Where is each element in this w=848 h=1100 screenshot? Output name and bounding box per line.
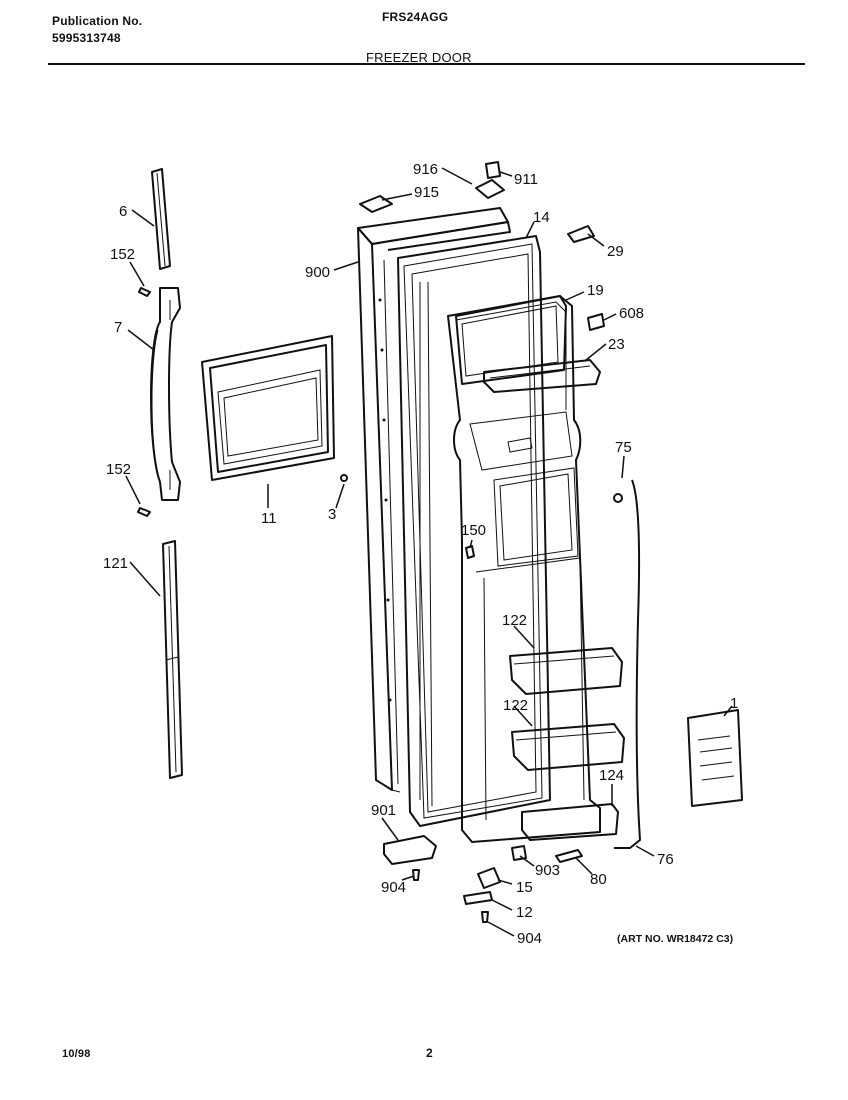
callout-903: 903 (535, 862, 560, 879)
callout-152-lower: 152 (106, 461, 131, 478)
callout-75: 75 (615, 439, 632, 456)
hinge-part-916-part (475, 179, 505, 199)
screw-904-lower-part (481, 911, 489, 923)
cam-903-part (511, 845, 527, 861)
callout-915: 915 (414, 184, 439, 201)
callout-152-upper: 152 (110, 246, 135, 263)
callout-14: 14 (533, 209, 550, 226)
pin-80-part (555, 849, 583, 863)
shelf-23-part (483, 359, 601, 393)
header-rule (48, 63, 805, 65)
publication-label: Publication No. (52, 14, 143, 28)
publication-number: 5995313748 (52, 31, 121, 45)
callout-3: 3 (328, 506, 336, 523)
callout-122-lower: 122 (503, 697, 528, 714)
handle-top-trim-part (151, 168, 171, 270)
callout-124: 124 (599, 767, 624, 784)
bushing-911-part (485, 161, 501, 179)
door-panel-part (201, 335, 335, 481)
handle-part (150, 287, 181, 501)
callout-608: 608 (619, 305, 644, 322)
callout-1: 1 (730, 695, 738, 712)
callout-15: 15 (516, 879, 533, 896)
screw-3-part (340, 474, 348, 482)
bin-lower-122-part (511, 723, 625, 771)
manual-part (687, 709, 743, 807)
callout-916: 916 (413, 161, 438, 178)
callout-6: 6 (119, 203, 127, 220)
callout-23: 23 (608, 336, 625, 353)
handle-screw-upper-part (138, 287, 151, 297)
inner-door-liner-part (447, 295, 601, 843)
connector-29-part (567, 225, 595, 243)
handle-bottom-trim-part (162, 540, 183, 779)
door-shell-part (357, 207, 511, 793)
callout-150: 150 (461, 522, 486, 539)
hinge-cover-915-part (359, 195, 393, 213)
callout-76: 76 (657, 851, 674, 868)
dispenser-block-901-part (383, 835, 437, 865)
callout-19: 19 (587, 282, 604, 299)
leader-lines (125, 167, 733, 937)
bin-upper-122-part (509, 647, 623, 695)
callout-12: 12 (516, 904, 533, 921)
door-rack-19-part (455, 295, 567, 385)
art-number: (ART NO. WR18472 C3) (617, 933, 733, 945)
screw-904-upper-part (412, 869, 420, 881)
handle-screw-lower-part (137, 507, 151, 517)
callout-901: 901 (371, 802, 396, 819)
section-title: FREEZER DOOR (366, 50, 472, 65)
callout-911: 911 (514, 171, 538, 188)
callout-80: 80 (590, 871, 607, 888)
callout-121: 121 (103, 555, 128, 572)
callout-900: 900 (305, 264, 330, 281)
callout-904-upper: 904 (381, 879, 406, 896)
bracket-12-part (463, 891, 493, 905)
model-number: FRS24AGG (382, 10, 449, 24)
callout-7: 7 (114, 319, 122, 336)
callout-11: 11 (261, 510, 277, 527)
gasket-part (397, 235, 551, 827)
callout-29: 29 (607, 243, 624, 260)
callout-904-lower: 904 (517, 930, 542, 947)
wire-75-76-part (613, 479, 641, 849)
page-number: 2 (426, 1046, 433, 1060)
callouts: 6 152 7 152 121 11 3 900 916 915 911 14 … (103, 161, 738, 947)
footer-date: 10/98 (62, 1048, 91, 1060)
callout-122-upper: 122 (502, 612, 527, 629)
bracket-15-part (477, 867, 501, 889)
connector-608-part (587, 313, 605, 331)
